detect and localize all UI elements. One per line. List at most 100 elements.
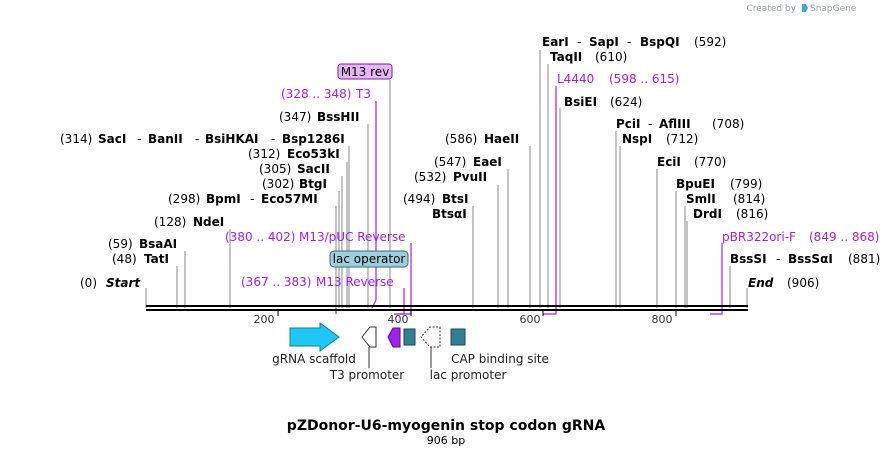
- site-smli[interactable]: SmlI (814): [686, 192, 765, 206]
- svg-text:SapI: SapI: [589, 35, 619, 49]
- site-eari[interactable]: EarI - SapI - BspQI (592): [542, 35, 726, 49]
- grna-scaffold-arrow[interactable]: [289, 322, 340, 352]
- site-bsssi[interactable]: BssSI - BssSαI (881): [730, 252, 880, 266]
- svg-text:(547): (547): [434, 155, 466, 169]
- site-pvuii[interactable]: (532) PvuII: [414, 170, 487, 184]
- svg-text:BtsI: BtsI: [442, 192, 469, 206]
- svg-text:(816): (816): [736, 207, 768, 221]
- svg-text:TatI: TatI: [144, 252, 169, 266]
- site-haeii[interactable]: (586) HaeII: [445, 132, 519, 146]
- primer-m13-reverse[interactable]: (367 .. 383) M13 Reverse: [241, 275, 394, 289]
- svg-text:BtsαI: BtsαI: [432, 207, 467, 221]
- svg-text:AflIII: AflIII: [659, 117, 691, 131]
- svg-text:(298): (298): [168, 192, 200, 206]
- svg-text:EaeI: EaeI: [473, 155, 502, 169]
- primer-l4440[interactable]: L4440 (598 .. 615): [557, 72, 679, 86]
- tick-800: 800: [652, 313, 673, 326]
- site-eaei[interactable]: (547) EaeI: [434, 155, 502, 169]
- svg-text:(328 .. 348): (328 .. 348): [281, 87, 351, 101]
- svg-text:SacII: SacII: [297, 162, 330, 176]
- site-bsiei[interactable]: BsiEI (624): [564, 95, 642, 109]
- svg-text:(48): (48): [112, 252, 137, 266]
- site-bsshii[interactable]: (347) BssHII: [279, 110, 359, 124]
- primer-pbr322ori-f[interactable]: pBR322ori-F (849 .. 868): [722, 230, 879, 244]
- site-tati[interactable]: (48) TatI: [112, 252, 169, 266]
- svg-text:lac operator: lac operator: [333, 252, 406, 266]
- svg-text:(799): (799): [730, 177, 762, 191]
- svg-text:pBR322ori-F: pBR322ori-F: [722, 230, 796, 244]
- svg-text:(849 .. 868): (849 .. 868): [809, 230, 879, 244]
- t3-promoter-arrow[interactable]: [361, 326, 377, 348]
- svg-text:HaeII: HaeII: [484, 132, 519, 146]
- svg-text:-: -: [776, 252, 780, 266]
- end-pos: (906): [787, 276, 819, 290]
- site-btsi[interactable]: (494) BtsI BtsαI: [403, 192, 469, 221]
- svg-text:SacI: SacI: [98, 132, 126, 146]
- tick-600: 600: [520, 313, 541, 326]
- m13-primer-arrow[interactable]: [387, 327, 401, 348]
- t3-promoter-label: T3 promoter: [329, 368, 405, 382]
- svg-text:BspQI: BspQI: [640, 35, 680, 49]
- svg-text:(770): (770): [694, 155, 726, 169]
- site-sacii[interactable]: (305) SacII: [259, 162, 330, 176]
- site-taqii[interactable]: TaqII (610): [550, 50, 627, 64]
- svg-text:SmlI: SmlI: [686, 192, 716, 206]
- site-ecii[interactable]: EciI (770): [657, 155, 726, 169]
- lac-operator-label[interactable]: lac operator: [329, 250, 409, 268]
- site-ndei[interactable]: (128) NdeI: [154, 215, 224, 229]
- svg-text:(59): (59): [108, 237, 133, 251]
- tick-400: 400: [388, 313, 409, 326]
- created-by-text: Created by: [746, 4, 796, 14]
- dna-backbone: [146, 305, 748, 311]
- snapgene-logo-icon: [802, 4, 808, 12]
- grna-scaffold-label: gRNA scaffold: [272, 352, 356, 366]
- svg-text:BpuEI: BpuEI: [676, 177, 715, 191]
- svg-text:PciI: PciI: [616, 117, 641, 131]
- svg-text:(881): (881): [848, 252, 880, 266]
- site-pcii[interactable]: PciI - AflIII (708): [616, 117, 744, 131]
- site-eco53ki[interactable]: (312) Eco53kI: [248, 147, 340, 161]
- svg-text:(494): (494): [403, 192, 435, 206]
- scale-ticks: [277, 310, 677, 316]
- svg-text:-: -: [577, 35, 581, 49]
- tick-200: 200: [254, 313, 275, 326]
- lac-promoter-arrow[interactable]: [420, 326, 441, 348]
- site-saci[interactable]: (314) SacI - BanII - BsiHKAI - Bsp1286I: [60, 132, 345, 146]
- site-nspi[interactable]: NspI (712): [622, 132, 698, 146]
- svg-text:M13 Reverse: M13 Reverse: [316, 275, 394, 289]
- svg-text:BsaAI: BsaAI: [139, 237, 177, 251]
- site-bpuei[interactable]: BpuEI (799): [676, 177, 762, 191]
- svg-text:BanII: BanII: [148, 132, 183, 146]
- primer-t3[interactable]: (328 .. 348) T3: [281, 87, 371, 101]
- end-label: End: [748, 276, 774, 290]
- svg-text:PvuII: PvuII: [453, 170, 487, 184]
- svg-text:Bsp1286I: Bsp1286I: [282, 132, 345, 146]
- cap-binding-site-box[interactable]: [450, 328, 466, 346]
- svg-text:(592): (592): [694, 35, 726, 49]
- svg-text:Eco53kI: Eco53kI: [287, 147, 340, 161]
- svg-text:(367 .. 383): (367 .. 383): [241, 275, 311, 289]
- svg-text:(312): (312): [248, 147, 280, 161]
- svg-text:(610): (610): [595, 50, 627, 64]
- lac-promoter-label: lac promoter: [430, 368, 507, 382]
- site-btgi[interactable]: (302) BtgI: [262, 177, 327, 191]
- site-lines: [145, 50, 748, 308]
- svg-text:EarI: EarI: [542, 35, 569, 49]
- primer-m13-rev[interactable]: M13 rev: [337, 63, 393, 80]
- svg-text:BssHII: BssHII: [317, 110, 359, 124]
- site-bsaai[interactable]: (59) BsaAI: [108, 237, 177, 251]
- lac-operator-box[interactable]: [403, 328, 416, 346]
- svg-text:BsiHKAI: BsiHKAI: [205, 132, 259, 146]
- svg-text:T3: T3: [355, 87, 371, 101]
- svg-text:-: -: [250, 192, 254, 206]
- svg-text:BsiEI: BsiEI: [564, 95, 597, 109]
- svg-text:BssSαI: BssSαI: [788, 252, 833, 266]
- primer-m13-puc-reverse[interactable]: (380 .. 402) M13/pUC Reverse: [225, 230, 406, 244]
- svg-text:(532): (532): [414, 170, 446, 184]
- svg-text:-: -: [648, 117, 652, 131]
- svg-text:(380 .. 402): (380 .. 402): [225, 230, 295, 244]
- start-label: Start: [106, 276, 141, 290]
- svg-text:(598 .. 615): (598 .. 615): [609, 72, 679, 86]
- site-drdi[interactable]: DrdI (816): [693, 207, 768, 221]
- site-bpmi[interactable]: (298) BpmI - Eco57MI: [168, 192, 318, 206]
